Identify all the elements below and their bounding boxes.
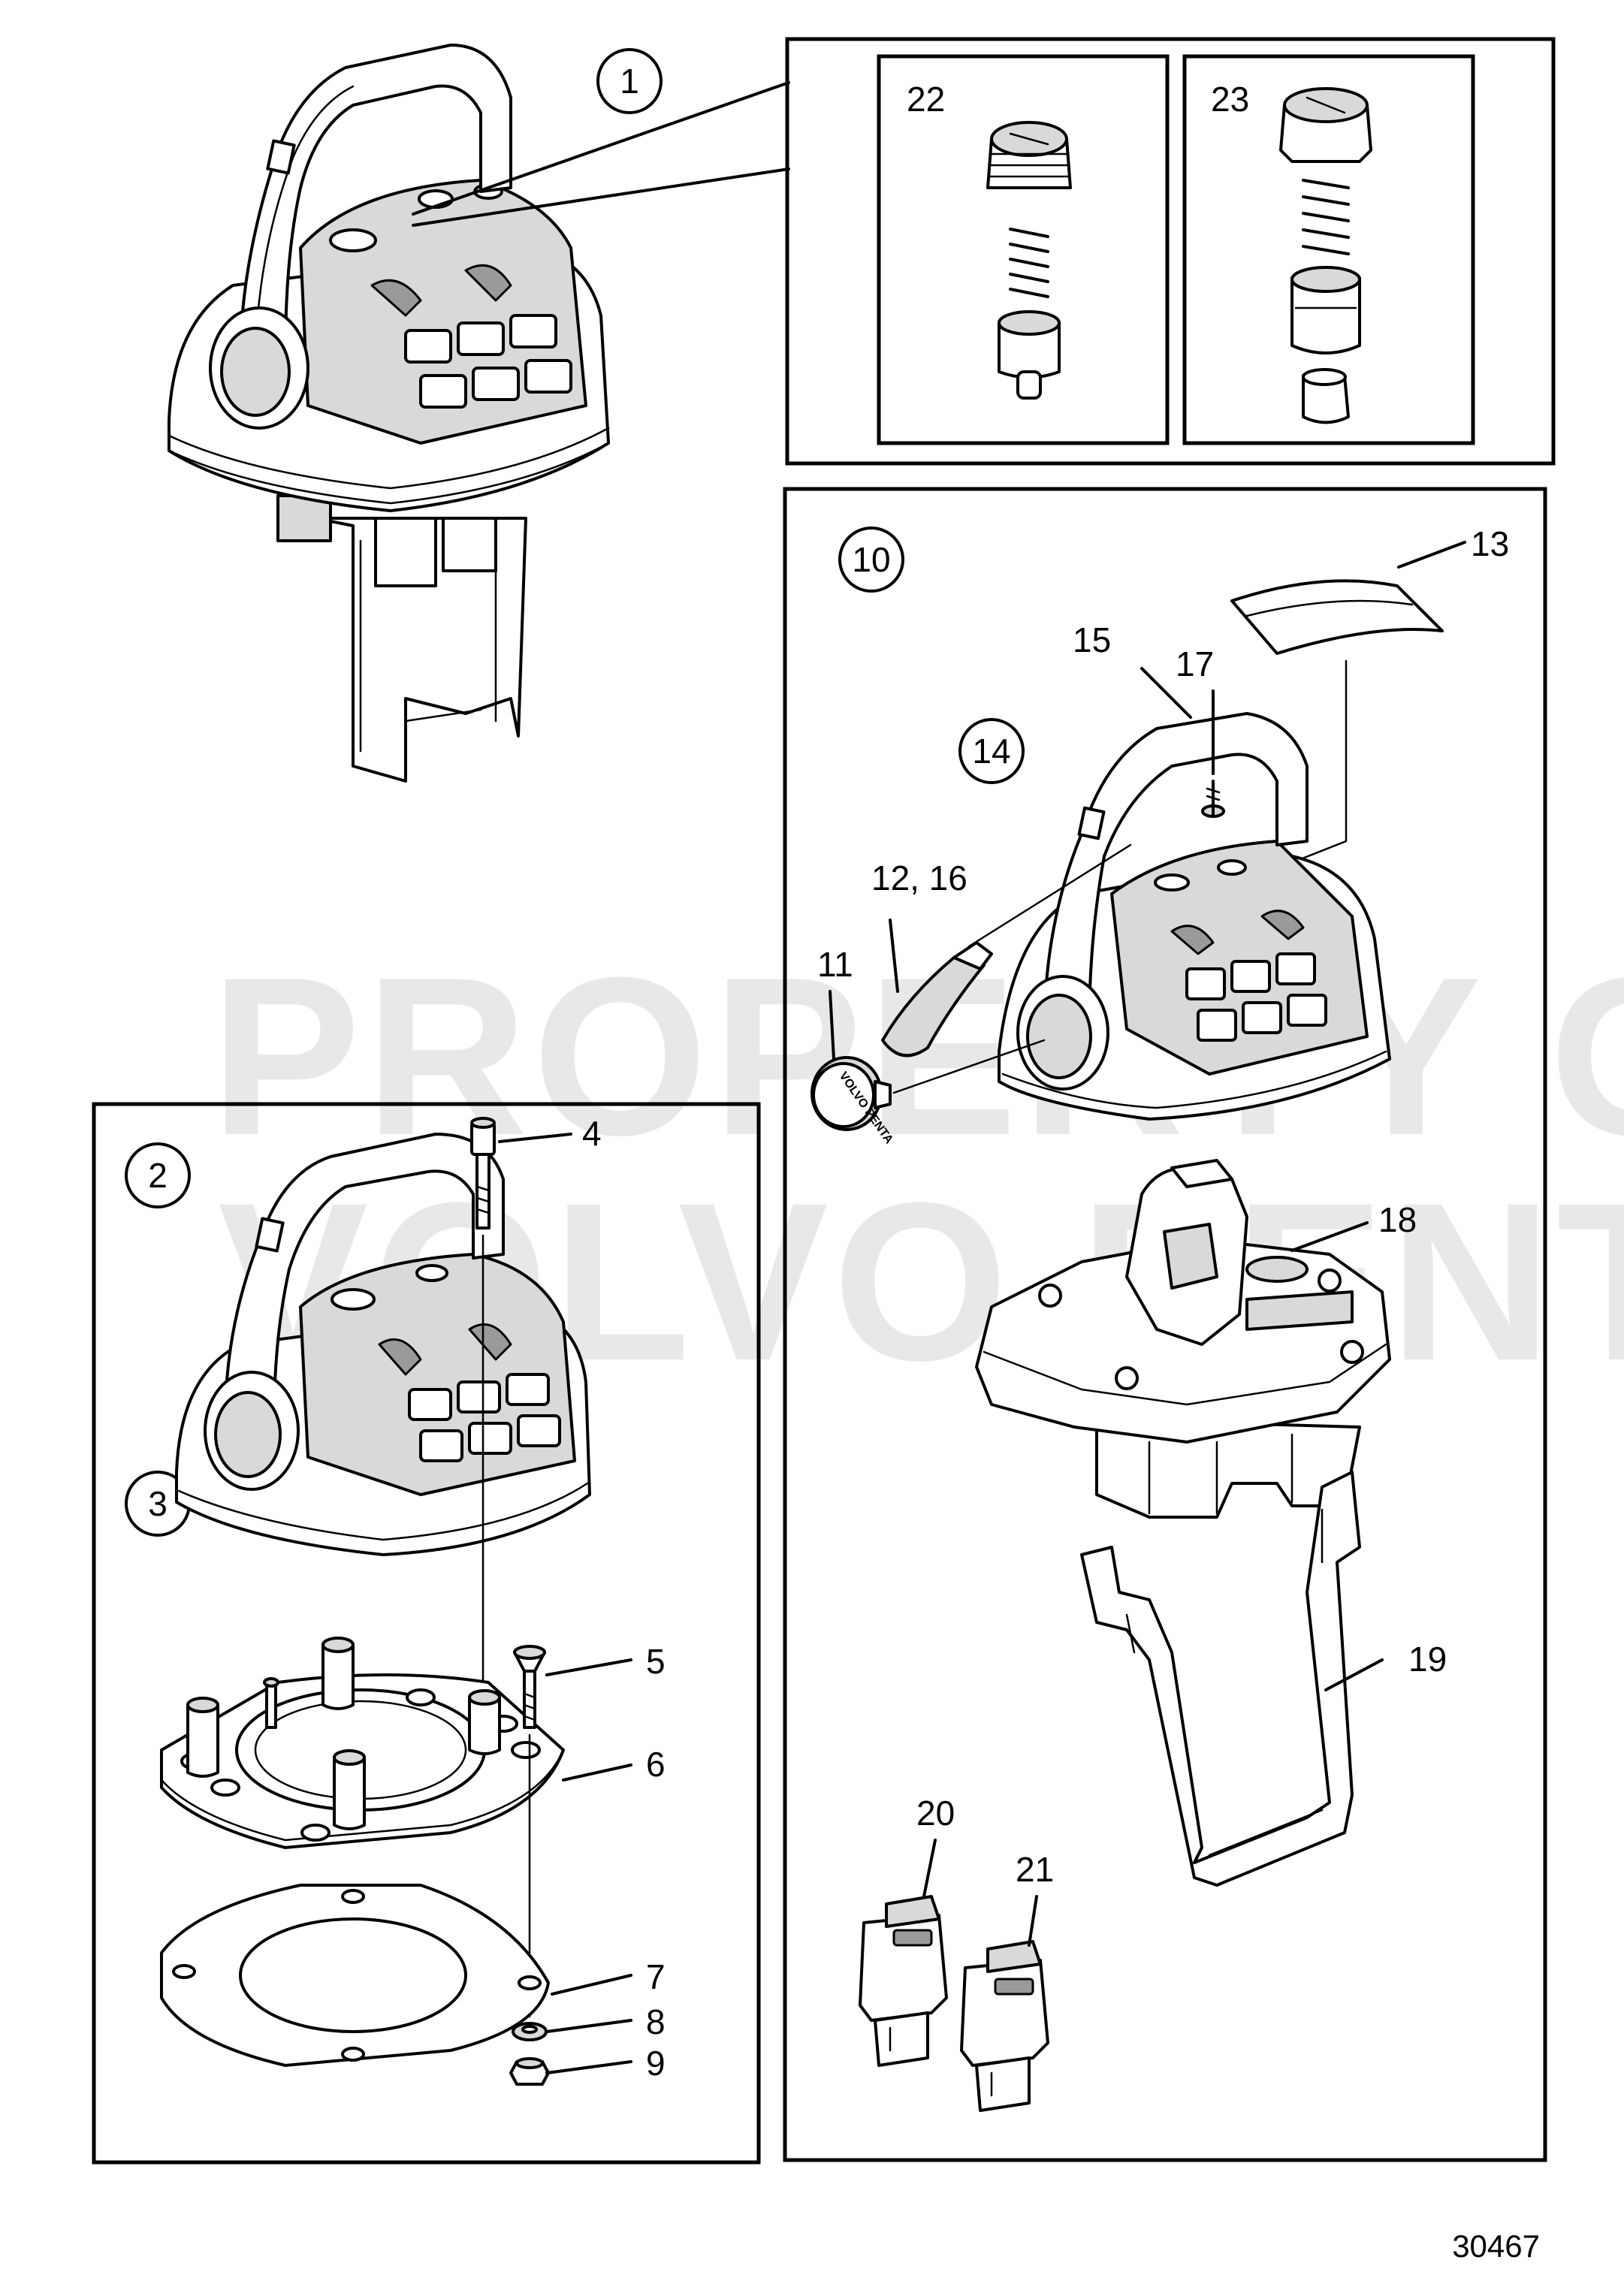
callout-20: 20	[916, 1794, 955, 1833]
callout-21: 21	[1016, 1850, 1054, 1889]
ref-label-2: 2	[148, 1156, 168, 1195]
callout-23: 23	[1211, 80, 1249, 119]
part-18-base-module	[975, 1159, 1391, 1519]
ref-circle-2	[125, 1142, 191, 1208]
control-lever	[239, 44, 512, 362]
part-13-cover	[1230, 579, 1444, 655]
callout-11: 11	[817, 945, 853, 984]
callout-13: 13	[1471, 524, 1509, 563]
callout-15: 15	[1073, 620, 1111, 659]
callout-8: 8	[646, 2002, 666, 2041]
callout-6: 6	[646, 1745, 666, 1784]
callout-9: 9	[646, 2044, 666, 2083]
part-21-connector	[960, 1940, 1049, 2112]
ref-label-3: 3	[148, 1484, 168, 1523]
detail-part-23	[1279, 87, 1372, 424]
ref-circle-1	[596, 48, 663, 114]
ref-circle-10	[838, 526, 904, 593]
part-20-connector	[859, 1895, 948, 2067]
part-4-screw	[470, 1117, 496, 1229]
control-unit-complete	[168, 44, 790, 783]
frame-kit-2	[92, 1102, 761, 2165]
ref-label-14: 14	[972, 732, 1010, 771]
part-6-mounting-plate	[160, 1637, 565, 1849]
part-5-screw	[513, 1645, 546, 1729]
detail-box-23	[1182, 54, 1475, 445]
callout-17: 17	[1176, 644, 1214, 683]
part-17-screw	[1201, 780, 1225, 818]
mounting-bracket	[314, 517, 527, 783]
ref-circle-14	[958, 718, 1025, 784]
kit-2-control-housing	[175, 1133, 591, 1556]
part-15-lever	[1043, 712, 1309, 1038]
detail-frame-top	[785, 37, 1556, 466]
callout-5: 5	[646, 1642, 666, 1681]
callout-18: 18	[1378, 1200, 1417, 1239]
part-12-16-clip	[881, 843, 1132, 1057]
part-14-upper-housing	[998, 712, 1391, 1121]
callout-7: 7	[646, 1957, 666, 1996]
callout-4: 4	[582, 1114, 602, 1153]
callout-22: 22	[907, 80, 945, 119]
part-9-nut	[509, 2057, 550, 2086]
part-7-gasket	[160, 1884, 550, 2067]
drawing-number: 30467	[1452, 2228, 1540, 2264]
ref-label-10: 10	[852, 540, 890, 579]
detail-part-22	[986, 121, 1072, 400]
part-19-bracket	[1080, 1471, 1361, 1887]
callout-19: 19	[1408, 1640, 1447, 1679]
detail-box-22	[877, 54, 1170, 445]
callout-12-16: 12, 16	[871, 858, 967, 898]
ref-label-1: 1	[620, 62, 639, 101]
frame-kit-10	[783, 487, 1547, 2162]
part-8-washer	[512, 2022, 548, 2041]
